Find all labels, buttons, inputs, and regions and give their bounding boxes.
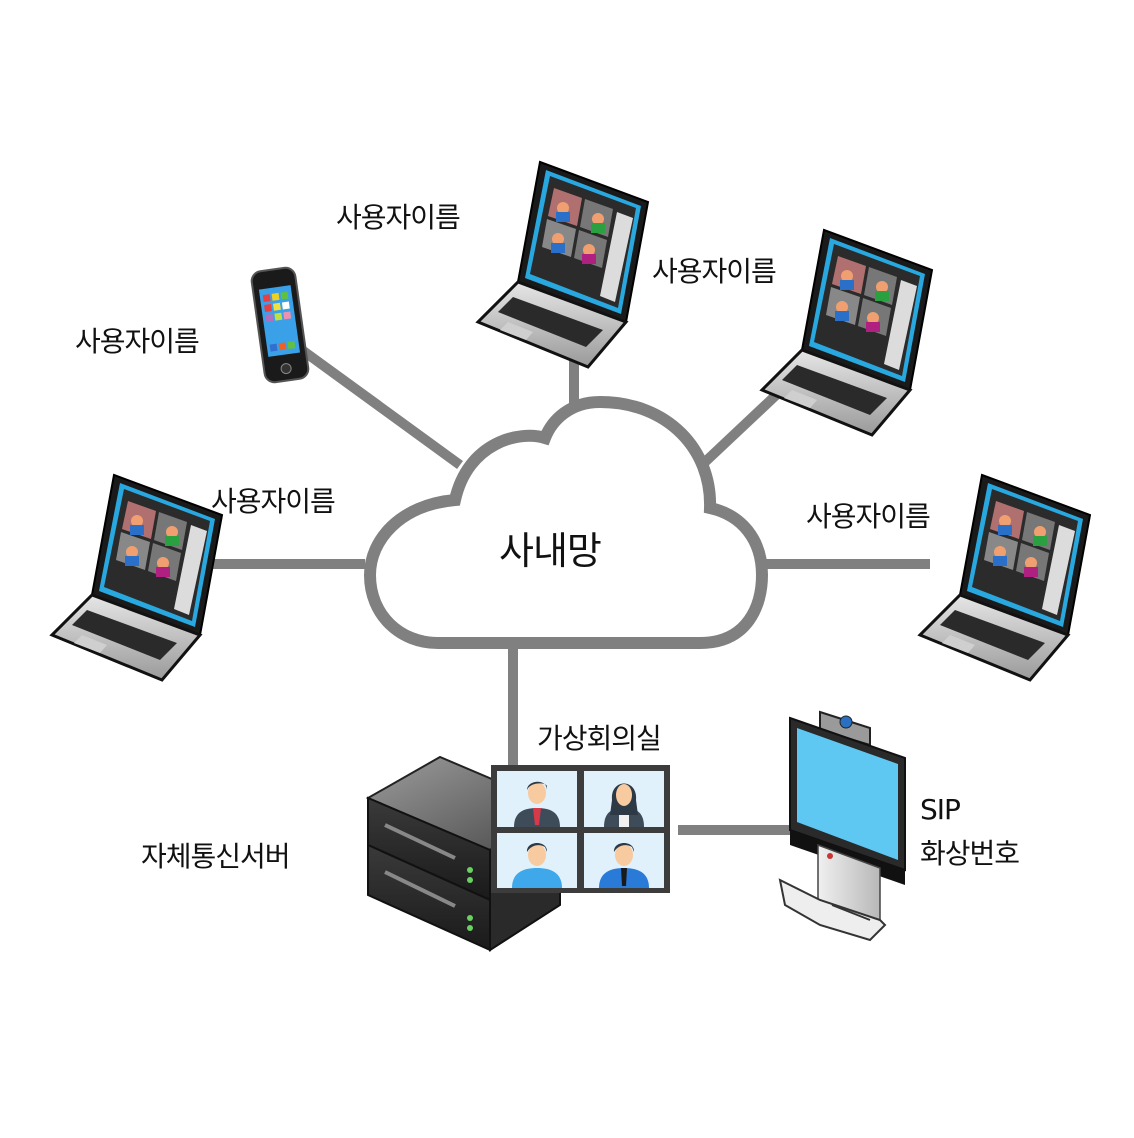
participant-avatar (599, 843, 649, 888)
cloud-icon (363, 395, 769, 649)
virtual-room-label: 가상회의실 (537, 722, 662, 755)
sip-label-line1: SIP (920, 793, 961, 826)
user-label-laptop-left: 사용자이름 (211, 485, 336, 518)
user-label-laptop-right: 사용자이름 (806, 500, 931, 533)
laptop-icon-right (918, 473, 1092, 682)
user-label-phone: 사용자이름 (75, 325, 200, 358)
participant-avatar (514, 781, 560, 827)
laptop-icon-top-right (760, 228, 934, 437)
participant-avatar (604, 783, 644, 827)
server-label: 자체통신서버 (141, 840, 291, 873)
video-conference-terminal-icon (778, 710, 906, 942)
smartphone-icon (250, 266, 310, 384)
participant-avatar (512, 843, 562, 888)
sip-label-line2: 화상번호 (920, 837, 1020, 870)
laptop-icon-top (476, 160, 650, 369)
video-conference-grid-icon (491, 765, 670, 893)
user-label-laptop-top-right: 사용자이름 (652, 255, 777, 288)
user-label-laptop-top: 사용자이름 (336, 201, 461, 234)
laptop-icon-left (50, 473, 224, 682)
hub-label: 사내망 (499, 529, 602, 573)
link-phone (299, 345, 463, 470)
